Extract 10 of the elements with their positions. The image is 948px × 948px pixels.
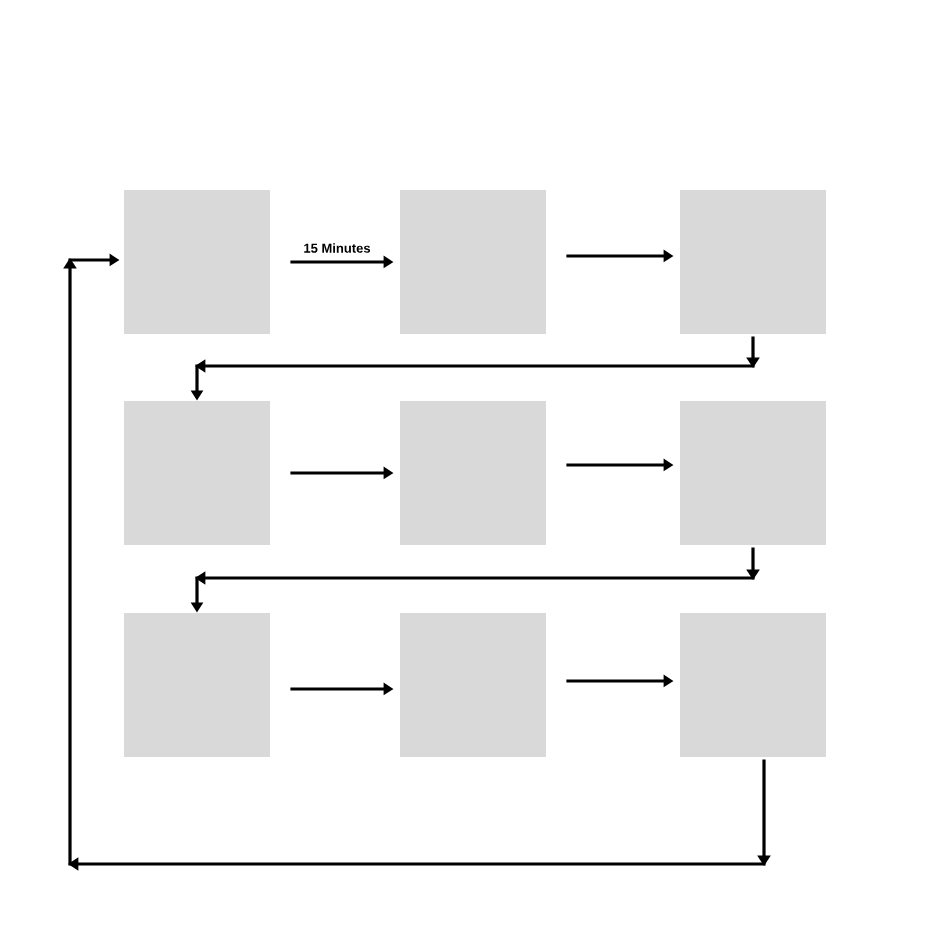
arrow — [63, 253, 771, 871]
process-box — [680, 613, 826, 757]
process-box — [124, 190, 270, 334]
process-box — [124, 613, 270, 757]
process-box — [400, 401, 546, 545]
process-box — [400, 190, 546, 334]
process-box — [400, 613, 546, 757]
process-box — [680, 401, 826, 545]
process-box — [124, 401, 270, 545]
process-box — [680, 190, 826, 334]
